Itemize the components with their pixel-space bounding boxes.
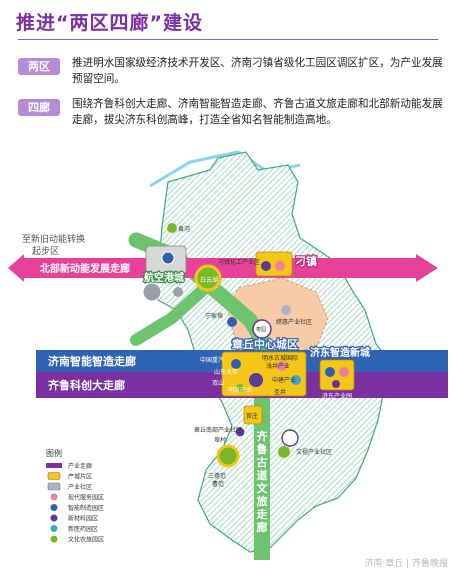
jidong-marker-2 [339, 367, 349, 377]
legend: 图例 产业走廊产城片区产业社区现代服务园区智能制造园区新材料园区新医药园区文化农… [46, 448, 104, 544]
page-title: 推进“两区四廊”建设 [16, 12, 203, 34]
legend-swatch [47, 482, 61, 491]
legend-label: 新材料园区 [68, 515, 98, 523]
jidong-marker-3 [332, 380, 340, 388]
qiyuan-line1: 至新旧动能转换 [22, 233, 85, 245]
xiuhui-marker [252, 319, 272, 339]
baiyun-label: 白云湖 [200, 276, 218, 284]
gudao-char: 鲁 [257, 442, 268, 456]
central-marker-4 [291, 375, 301, 385]
ningjiabu-label: 宁家埠 [205, 312, 223, 320]
wenzu-marker [281, 429, 299, 447]
legend-label: 新医药园区 [68, 525, 98, 533]
gudao-corridor-label: 齐鲁古道文旅走廊 [256, 429, 269, 534]
diaozhen-marker-2 [275, 261, 285, 271]
gudao-char: 古 [257, 455, 268, 469]
kechuang7-label: 双山 [212, 379, 224, 387]
legend-swatch [50, 525, 58, 532]
central-marker-2 [249, 373, 263, 387]
legend-label: 产城片区 [68, 473, 92, 481]
diaozhen-label: 刁镇 [295, 254, 317, 268]
wenlu2-label: 文祖产业社区 [296, 448, 332, 456]
airport-marker-1 [161, 251, 175, 265]
tag-silang: 四廊 [18, 99, 60, 116]
kechuang5-label: 中建产业 [272, 376, 296, 384]
central-marker-5 [236, 384, 244, 392]
airport-marker-3 [173, 287, 183, 297]
gudao-char: 文 [257, 481, 269, 495]
kechuang1-label: 中国重汽 [200, 356, 224, 364]
wenzu-marker-2 [278, 446, 290, 458]
zhangqiu-south-label: 章丘南部产业社区 [194, 426, 242, 434]
tag-liangqu: 两区 [18, 58, 60, 75]
jidong-label: 济东智造新城 [310, 346, 370, 359]
shijian-label: 埠村 [214, 436, 226, 444]
qiyuan-line2: 起步区 [32, 246, 59, 257]
legend-title: 图例 [46, 448, 62, 458]
intro-silang-text: 围绕齐鲁科创大走廊、济南智能智造走廊、齐鲁古道文旅走廊和北部新动能发展走廊，拔尖… [72, 98, 443, 126]
huanghe-label: 黄河 [178, 225, 190, 233]
guandi-zone [243, 405, 263, 425]
gudao-char: 走 [256, 507, 268, 521]
north-corridor-band [8, 254, 438, 282]
wenlu1-label: 三德范 [208, 472, 226, 480]
xiuhui-label: 绣惠产业社区 [276, 318, 312, 326]
guandi-label: 官庄 [246, 412, 258, 420]
jidong-marker-1 [325, 367, 335, 377]
diaozhen-zone [255, 251, 293, 277]
huanghe-marker [167, 223, 177, 233]
legend-label: 现代服务园区 [68, 494, 104, 502]
wenlu-marker [216, 444, 240, 468]
gudao-corridor-overlay [254, 398, 270, 558]
legend-swatch [50, 514, 58, 522]
gudao-char: 道 [257, 468, 268, 482]
legend-label: 产业社区 [68, 483, 92, 491]
qiyuan-label: 至新旧动能转换 起步区 [22, 233, 88, 257]
zhineng-corridor-label: 济南智能智造走廊 [48, 354, 136, 368]
legend-swatch [50, 504, 58, 511]
legend-label: 智能制造园区 [68, 504, 104, 512]
airport-marker-2 [142, 282, 162, 302]
zhangqiu-south-marker [234, 426, 246, 438]
zhangqiu-label: 章丘中心城区 [232, 337, 298, 351]
legend-label: 产业走廊 [68, 462, 92, 470]
ningjiabu-marker [227, 317, 237, 327]
diaozhen-park-label: 刁镇化工产业区 [218, 258, 260, 266]
kechuang8-label: 圣井 [274, 388, 286, 396]
kechuang3-label: 浅井产业 [266, 362, 290, 370]
diaozhen-marker-1 [261, 261, 271, 271]
baiyun-marker [194, 264, 222, 292]
kechuang6-label: 明泉产业 [228, 386, 252, 394]
kechuang4-label: 山东大学 [214, 368, 238, 376]
kechuang-corridor-label: 齐鲁科创大走廊 [48, 378, 125, 392]
legend-label: 文化农旅园区 [68, 536, 104, 544]
legend-swatch [50, 493, 58, 501]
central-marker-3 [277, 361, 287, 371]
watermark: 济南·章丘 | 齐鲁晚报 [364, 557, 448, 569]
legend-swatch [50, 535, 58, 543]
north-corridor-label: 北部新动能发展走廊 [40, 262, 130, 275]
central-marker-1 [231, 359, 241, 369]
jiagang-label: 枣园 [256, 326, 266, 333]
legend-swatch [46, 463, 62, 468]
intro-liangqu-text: 推进明水国家级经济技术开发区、济南刁镇省级化工园区调区扩区，为产业发展预留空间。 [72, 57, 443, 85]
airport-label: 航空港城 [144, 271, 184, 284]
wenlu3-label: 曹范 [212, 480, 224, 488]
legend-swatch [47, 472, 61, 480]
gudao-corridor-diag [130, 272, 222, 346]
gudao-char: 旅 [257, 494, 268, 508]
title-divider [18, 39, 438, 40]
gudao-char: 廊 [257, 520, 268, 534]
kechuang2-label: 明水古城国际 [262, 354, 298, 362]
jidong-park-label: 济东产业园 [322, 392, 352, 400]
gudao-char: 齐 [257, 429, 269, 443]
xiuhui-marker-2 [281, 305, 291, 315]
